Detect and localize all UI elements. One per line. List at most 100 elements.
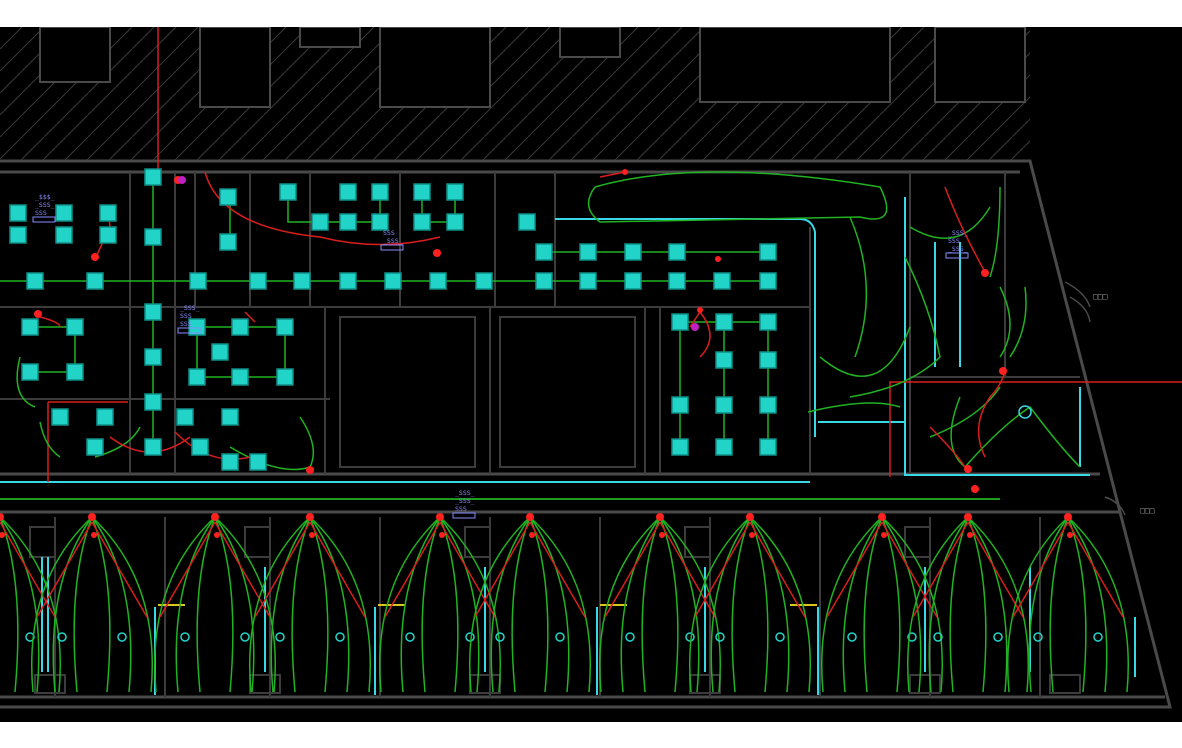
panel-tag-t1: _$$$__SSS_SSS: [32, 193, 56, 223]
existing-rooms-outline: [39, 27, 1026, 108]
room-circuit-5: [378, 513, 502, 693]
light-fixture: [293, 272, 311, 290]
panel-tag-line: _SSS_: [948, 245, 968, 253]
red-feeder-lines: [47, 27, 1182, 482]
panel-tag-line: _$$$_: [35, 193, 55, 201]
light-fixture: [221, 453, 239, 471]
light-fixture: [176, 408, 194, 426]
light-fixture: [446, 183, 464, 201]
light-fixture: [759, 396, 777, 414]
light-fixture: [55, 204, 73, 222]
light-fixture: [668, 272, 686, 290]
panel-tag-line: _SSS_: [455, 489, 475, 497]
light-fixture: [759, 438, 777, 456]
panel-tags: _$$$__SSS_SSSSSS_SSS__SSS_SSSSSS_SSS_SSS…: [32, 193, 969, 519]
light-fixture: [9, 226, 27, 244]
light-fixture: [66, 363, 84, 381]
light-fixture: [579, 243, 597, 261]
light-fixture: [26, 272, 44, 290]
light-fixture: [231, 318, 249, 336]
exit-label-1: □□□: [1093, 292, 1108, 301]
light-fixture: [671, 313, 689, 331]
light-fixture: [188, 318, 206, 336]
light-fixture: [96, 408, 114, 426]
light-fixture: [21, 318, 39, 336]
room-circuit-2: [30, 513, 154, 693]
light-fixture: [276, 318, 294, 336]
room-circuit-11: [1006, 513, 1130, 693]
panel-tag-line: _SSS_: [948, 229, 968, 237]
panel-tag-t2: SSS_SSS_: [380, 229, 404, 251]
light-fixture: [579, 272, 597, 290]
light-fixture: [759, 272, 777, 290]
light-fixture: [191, 438, 209, 456]
light-fixture: [668, 243, 686, 261]
light-fixture: [144, 168, 162, 186]
light-fixture: [249, 272, 267, 290]
cyan-service-lines: [0, 197, 1136, 695]
light-fixture: [715, 396, 733, 414]
light-fixture: [99, 226, 117, 244]
light-fixture: [339, 183, 357, 201]
magenta-nodes: [178, 176, 699, 331]
light-fixture: [339, 213, 357, 231]
electrical-floor-plan: _$$$__SSS_SSSSSS_SSS__SSS_SSSSSS_SSS_SSS…: [0, 27, 1182, 709]
panel-tag-line: SSS: [180, 312, 192, 320]
light-fixture: [144, 438, 162, 456]
light-fixture: [144, 393, 162, 411]
light-fixture: [66, 318, 84, 336]
light-fixture: [535, 243, 553, 261]
light-fixture: [86, 272, 104, 290]
light-fixture: [211, 343, 229, 361]
light-fixture: [624, 243, 642, 261]
panel-tag-line: _SSS_: [180, 304, 200, 312]
room-circuit-1: [0, 513, 62, 693]
guest-room-partitions: [29, 517, 1081, 697]
light-fixture: [188, 368, 206, 386]
light-fixture: [429, 272, 447, 290]
panel-tag-line: SSS: [455, 505, 467, 513]
light-fixture: [221, 408, 239, 426]
light-fixture: [144, 348, 162, 366]
room-circuit-4: [248, 513, 372, 693]
light-fixture: [371, 183, 389, 201]
panel-tag-line: _SSS_: [455, 497, 475, 505]
light-fixture: [475, 272, 493, 290]
light-fixture: [99, 204, 117, 222]
room-circuit-7: [598, 513, 722, 693]
interior-walls: [0, 172, 1080, 474]
room-circuit-6: [468, 513, 592, 693]
panel-tag-line: _SSS_: [35, 201, 55, 209]
light-fixture: [219, 188, 237, 206]
light-fixture: [671, 396, 689, 414]
light-fixture: [384, 272, 402, 290]
room-circuit-10: [906, 513, 1030, 693]
exit-label-2: □□□: [1140, 506, 1155, 515]
light-fixture: [413, 213, 431, 231]
light-fixture: [535, 272, 553, 290]
guest-room-circuits: [0, 498, 1130, 693]
panel-tag-line: SSS: [383, 229, 395, 237]
light-fixture: [715, 438, 733, 456]
room-circuit-9: [820, 513, 944, 693]
panel-tag-line: SSS: [948, 237, 960, 245]
light-fixture: [759, 243, 777, 261]
light-fixture: [276, 368, 294, 386]
light-fixture: [715, 313, 733, 331]
light-fixture: [413, 183, 431, 201]
light-fixture: [219, 233, 237, 251]
exit-markers: [1018, 281, 1126, 516]
light-fixture: [759, 351, 777, 369]
light-fixture: [144, 303, 162, 321]
light-fixture: [249, 453, 267, 471]
light-fixture: [518, 213, 536, 231]
light-fixture: [371, 213, 389, 231]
light-fixture: [144, 228, 162, 246]
light-fixture: [189, 272, 207, 290]
light-fixture: [671, 438, 689, 456]
room-circuit-8: [688, 513, 812, 693]
panel-tag-line: SSS: [180, 320, 192, 328]
light-fixture: [86, 438, 104, 456]
light-fixture: [311, 213, 329, 231]
